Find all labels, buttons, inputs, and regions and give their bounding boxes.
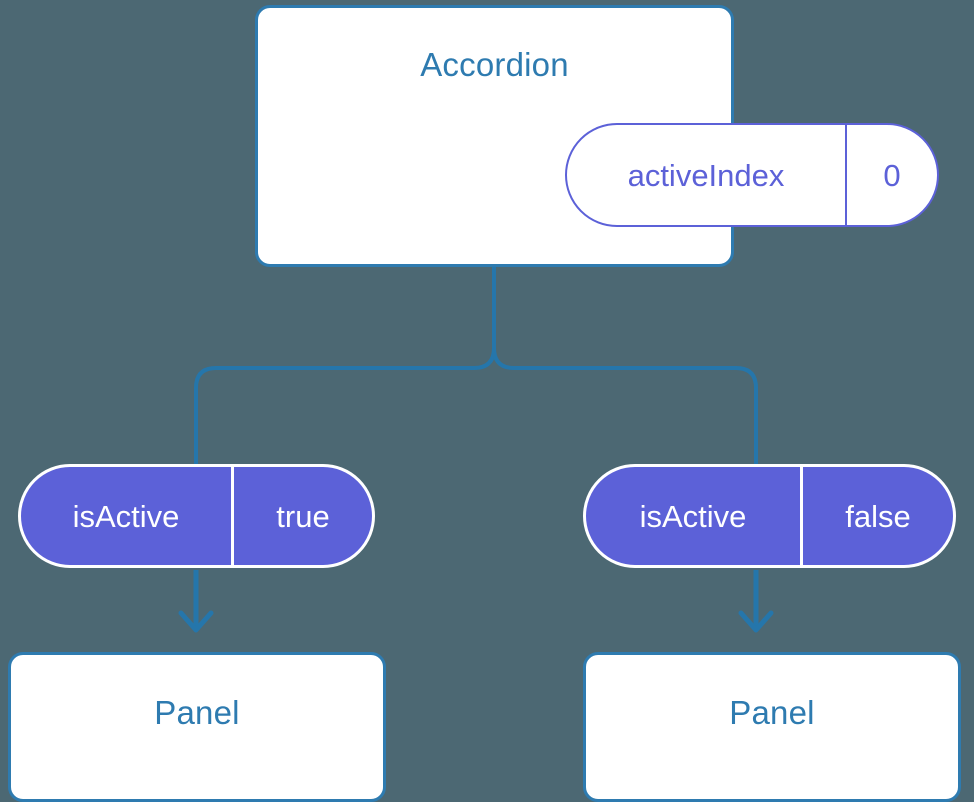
- state-pill-isactive-left[interactable]: isActive true: [18, 464, 375, 568]
- component-title-panel-right: Panel: [729, 694, 815, 731]
- state-key-isactive-left: isActive: [21, 467, 234, 565]
- component-node-panel-left[interactable]: Panel: [8, 652, 386, 802]
- state-value-isactive-right: false: [845, 498, 911, 534]
- arrow-head-right: [738, 610, 774, 633]
- state-value-activeindex: 0: [883, 157, 901, 193]
- state-value-isactive-left: true: [276, 498, 330, 534]
- branch-connector-path-right: [492, 264, 758, 466]
- component-node-panel-right[interactable]: Panel: [583, 652, 961, 802]
- state-pill-isactive-right[interactable]: isActive false: [583, 464, 956, 568]
- state-key-activeindex: activeIndex: [567, 125, 847, 225]
- state-key-isactive-right: isActive: [586, 467, 803, 565]
- diagram-canvas: Accordion activeIndex 0 isActive true is…: [8, 5, 961, 802]
- arrow-head-left: [178, 610, 214, 633]
- component-node-accordion[interactable]: Accordion activeIndex 0: [255, 5, 939, 267]
- branch-connector-path: [194, 264, 496, 466]
- component-title-accordion: Accordion: [420, 46, 569, 83]
- state-pill-activeindex[interactable]: activeIndex 0: [565, 123, 939, 227]
- component-title-panel-left: Panel: [154, 694, 240, 731]
